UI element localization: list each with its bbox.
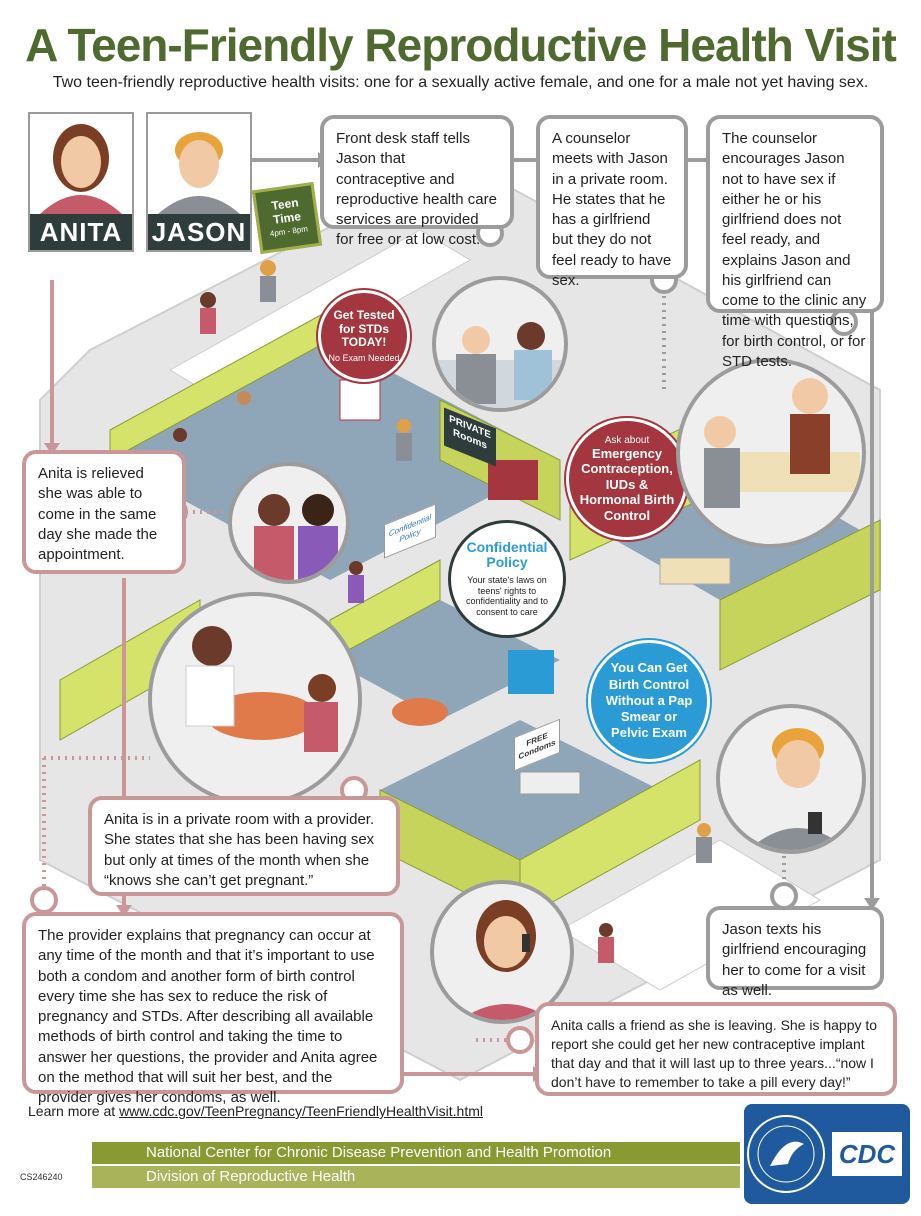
jason-step-2: A counselor meets with Jason in a privat… — [536, 115, 688, 289]
counselor-talk-image — [704, 378, 860, 508]
document-code: CS246240 — [20, 1172, 63, 1182]
counselor-intro-vignette — [432, 276, 568, 412]
wall-poster-blue — [508, 650, 554, 694]
person-walking-jason — [260, 260, 276, 276]
cdc-logo-text: CDC — [832, 1132, 902, 1176]
connector-knot-7 — [770, 882, 798, 910]
anita-step-1: Anita is relieved she was able to come i… — [22, 450, 186, 574]
arrowhead-4 — [864, 898, 880, 910]
birth-control-text: You Can Get Birth Control Without a Pap … — [605, 660, 693, 741]
person-receptionist-body — [396, 433, 412, 461]
person-exit-anita-body — [598, 937, 614, 963]
jason-texting-image — [748, 728, 848, 850]
anita-step-2: Anita is in a private room with a provid… — [88, 796, 400, 896]
teen-time-sign: Teen Time 4pm - 8pm — [251, 181, 323, 255]
provider-room-vignette — [148, 592, 362, 806]
waiting-room-image — [254, 494, 338, 580]
counselor-room-wall-right — [719, 519, 881, 671]
confidential-policy-bubble: Confidential Policy Your state's laws on… — [448, 520, 566, 638]
provider-table — [392, 698, 448, 726]
birth-control-bubble: You Can Get Birth Control Without a Pap … — [588, 640, 710, 762]
provider-room-image — [185, 626, 338, 752]
person-waiting-1 — [173, 428, 187, 442]
jason-portrait: JASON — [146, 112, 252, 252]
exit-path — [559, 839, 821, 991]
wall-poster-red — [488, 460, 538, 500]
jason-texting-vignette — [716, 704, 866, 854]
person-hallway-body — [348, 575, 364, 603]
waiting-room-floor — [110, 340, 560, 580]
anita-step-4: Anita calls a friend as she is leaving. … — [535, 1002, 897, 1096]
confidential-title: Confidential Policy — [466, 539, 548, 571]
waiting-room-vignette — [228, 462, 350, 584]
arrowhead-5 — [44, 443, 60, 455]
connector-knot-6 — [30, 886, 58, 914]
arrowhead-6 — [116, 905, 132, 917]
anita-name-label: ANITA — [30, 214, 132, 250]
anita-step-3: The provider explains that pregnancy can… — [22, 912, 404, 1106]
jason-face-icon — [158, 132, 240, 214]
jason-step-3: The counselor encourages Jason not to ha… — [706, 115, 884, 370]
condom-bowl-table — [519, 771, 581, 795]
brochure-rack — [339, 379, 381, 421]
ask-about-text: Ask about — [604, 434, 650, 446]
counselor-talk-vignette — [676, 358, 866, 548]
std-testing-bubble: Get Tested for STDs TODAY! No Exam Neede… — [318, 290, 410, 382]
connector-knot-8 — [506, 1026, 534, 1054]
contraception-text: Emergency Contraception, IUDs & Hormonal… — [579, 445, 675, 523]
learn-more-line: Learn more at www.cdc.gov/TeenPregnancy/… — [28, 1103, 483, 1119]
counselor-desk — [659, 557, 731, 585]
jason-name-label: JASON — [148, 214, 250, 250]
person-walking-anita-body — [200, 308, 216, 334]
cdc-logo: CDC — [744, 1104, 910, 1204]
person-hallway — [349, 561, 363, 575]
anita-calling-vignette — [430, 880, 574, 1024]
contraception-bubble: Ask about Emergency Contraception, IUDs … — [566, 418, 688, 540]
national-center-bar: National Center for Chronic Disease Prev… — [92, 1142, 740, 1164]
anita-portrait: ANITA — [28, 112, 134, 252]
confidential-body: Your state's laws on teens' rights to co… — [465, 574, 549, 618]
division-bar: Division of Reproductive Health — [92, 1166, 740, 1188]
anita-calling-image — [460, 900, 552, 1020]
std-testing-text: Get Tested for STDs TODAY! — [333, 307, 395, 350]
person-walking-anita — [200, 292, 216, 308]
person-exit-jason — [697, 823, 711, 837]
page-subtitle: Two teen-friendly reproductive health vi… — [52, 74, 869, 91]
person-exit-anita — [599, 923, 613, 937]
jason-step-4: Jason texts his girlfriend encouraging h… — [706, 906, 884, 999]
std-testing-subtext: No Exam Needed — [328, 353, 400, 364]
person-walking-jason-body — [260, 276, 276, 302]
hhs-seal-icon — [747, 1115, 825, 1193]
person-receptionist — [397, 419, 411, 433]
provider-room-floor — [330, 600, 560, 720]
person-exit-jason-body — [696, 837, 712, 863]
jason-step-1: Front desk staff tells Jason that contra… — [320, 115, 514, 248]
learn-more-link[interactable]: www.cdc.gov/TeenPregnancy/TeenFriendlyHe… — [119, 1103, 483, 1119]
page-title: A Teen-Friendly Reproductive Health Visi… — [25, 19, 897, 71]
person-waiting-2 — [237, 391, 251, 405]
anita-face-icon — [40, 124, 122, 214]
learn-more-prefix: Learn more at — [28, 1103, 120, 1119]
